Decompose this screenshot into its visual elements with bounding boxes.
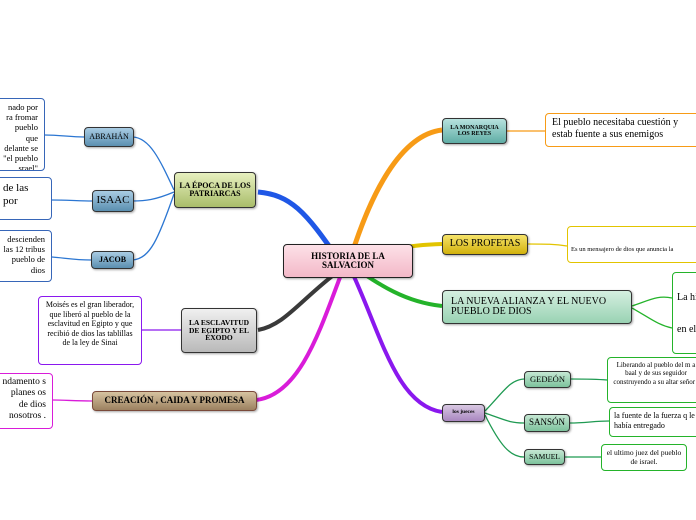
topic-gedeon[interactable]: GEDEÓN — [524, 371, 571, 388]
topic-exodo[interactable]: LA ESCLAVITUD DE EGIPTO Y EL ÉXODO — [181, 308, 257, 353]
topic-abrahan[interactable]: ABRAHÁN — [84, 127, 134, 147]
sub-isaac — [132, 191, 175, 202]
topic-alianza[interactable]: LA NUEVA ALIANZA Y EL NUEVO PUEBLO DE DI… — [442, 290, 632, 324]
note-creacion: ndamento s planes os de dios nosotros . — [0, 373, 53, 429]
note-monarquia: El pueblo necesitaba cuestión y estab fu… — [545, 113, 696, 147]
topic-samuel[interactable]: SAMUEL — [524, 449, 565, 465]
line-jacob-text — [51, 256, 92, 261]
topic-sanson[interactable]: SANSÓN — [524, 414, 570, 432]
sub-abrahan — [132, 136, 175, 191]
topic-creacion[interactable]: CREACIÓN , CAIDA Y PROMESA — [92, 391, 257, 411]
sub-jacob — [132, 193, 175, 261]
line-abrahan-text — [44, 134, 85, 138]
topic-monarquia[interactable]: LA MONARQUIA LOS REYES — [442, 118, 507, 144]
branch-jueces — [348, 267, 443, 414]
note-alianza-top: La hi — [677, 292, 696, 303]
line-profetas-text — [527, 243, 568, 247]
branch-creacion — [255, 271, 344, 402]
line-alianza-bottom — [631, 307, 673, 329]
note-exodo: Moisés es el gran liberador, que liberó … — [38, 296, 142, 365]
topic-profetas[interactable]: LOS PROFETAS — [442, 234, 528, 255]
topic-jueces[interactable]: los jueces — [442, 404, 485, 422]
topic-patriarcas[interactable]: LA ÉPOCA DE LOS PATRIARCAS — [174, 172, 256, 208]
line-alianza-top — [631, 296, 673, 307]
note-alianza: La hi en el — [672, 272, 696, 354]
note-profetas: Es un mensajero de dios que anuncia la — [567, 226, 696, 263]
note-abrahan: nado por ra fromar pueblo que delante se… — [0, 98, 45, 171]
central-topic[interactable]: HISTORIA DE LA SALVACION — [283, 244, 413, 278]
sub-samuel — [484, 414, 525, 458]
line-creacion-text — [52, 399, 93, 402]
branch-exodo — [257, 268, 342, 332]
line-sanson-text — [569, 420, 610, 424]
sub-gedeon — [484, 378, 525, 412]
note-jacob: descienden las 12 tribus pueblo de dios — [0, 230, 52, 282]
branch-monarquia — [347, 127, 443, 261]
note-samuel: el ultimo juez del pueblo de israel. — [601, 444, 687, 471]
note-gedeon: Liberando al pueblo del m a baal y de su… — [607, 357, 696, 403]
line-isaac-text — [51, 199, 93, 202]
note-alianza-bottom: en el — [677, 324, 696, 335]
topic-isaac[interactable]: ISAAC — [92, 190, 134, 212]
sub-sanson — [484, 412, 525, 424]
note-sanson: la fuente de la fuerza q le había entreg… — [609, 407, 696, 437]
note-isaac: de las por — [0, 177, 52, 220]
line-gedeon-text — [570, 378, 608, 381]
topic-jacob[interactable]: JACOB — [91, 251, 134, 269]
